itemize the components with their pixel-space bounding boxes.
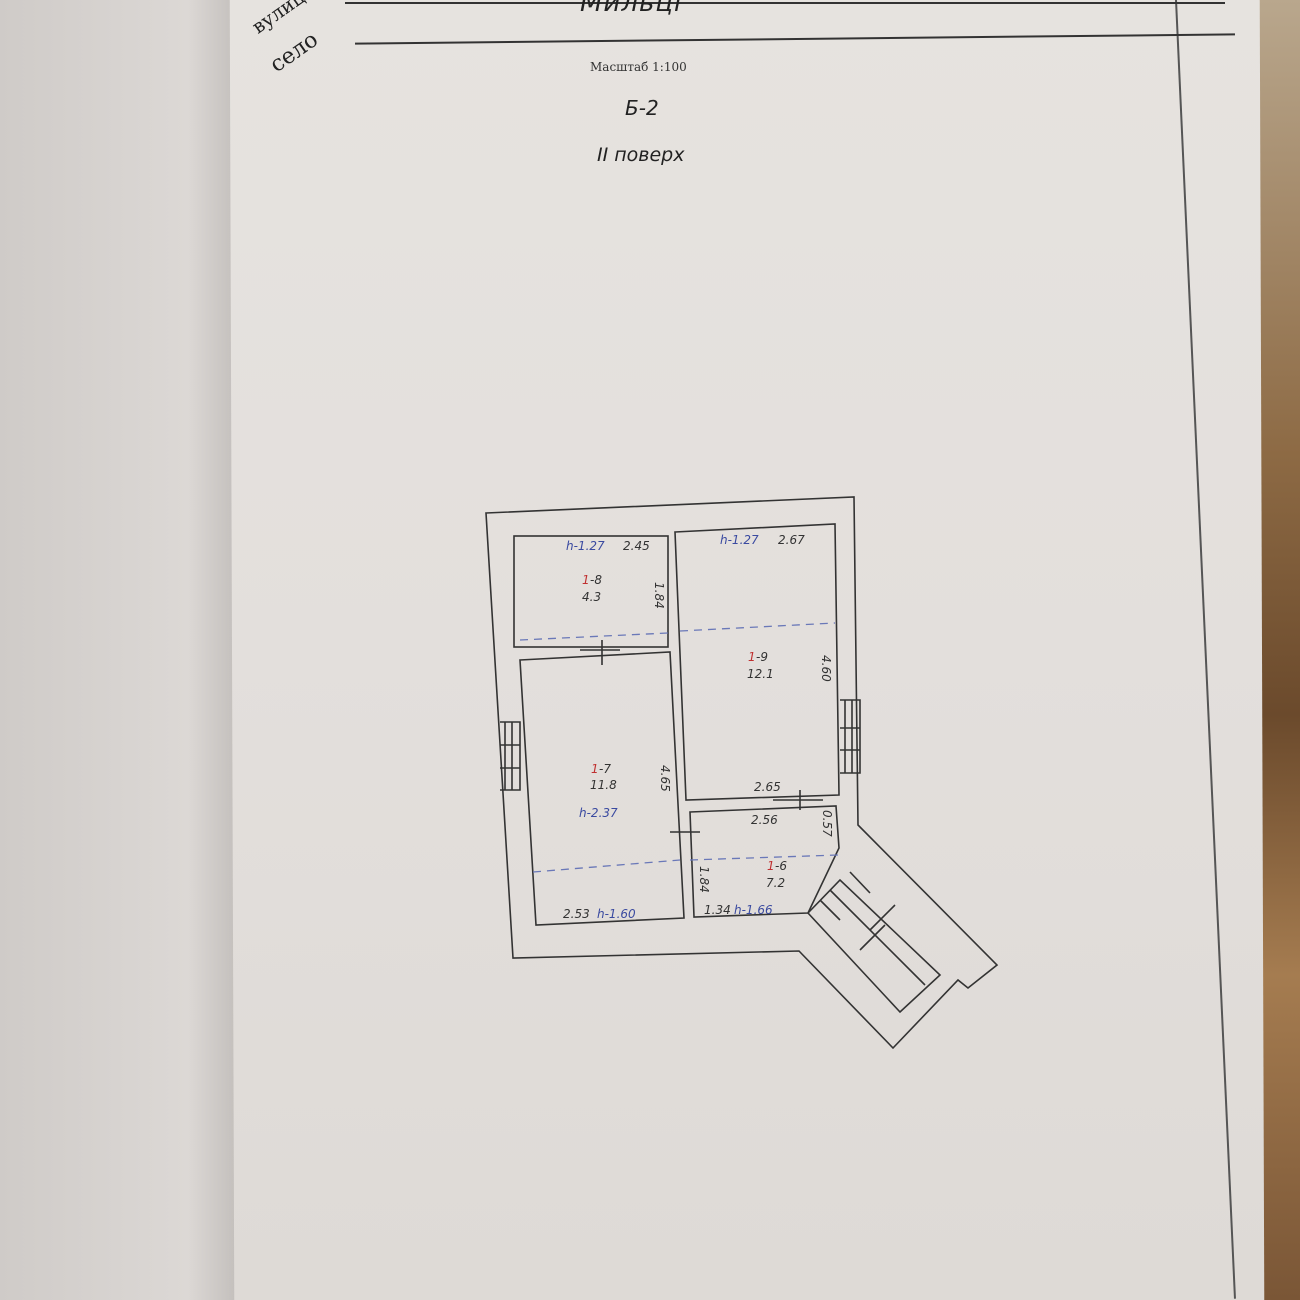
block-label: Б-2 — [625, 96, 659, 120]
room-1-7-suffix: -7 — [599, 762, 611, 776]
door-1-8 — [580, 640, 620, 665]
outer-wall — [485, 496, 999, 1050]
room-1-9-area: 12.1 — [747, 667, 774, 681]
room-1-6-height: h-1.66 — [734, 903, 773, 917]
staircase — [806, 871, 942, 1014]
room-1-8-width: 2.45 — [623, 539, 650, 553]
low-ceiling-line-1-7 — [532, 859, 681, 873]
room-1-7-area: 11.8 — [590, 778, 617, 792]
room-1-6-top-width: 2.56 — [751, 813, 778, 827]
room-1-8-depth: 1.84 — [652, 582, 666, 609]
low-ceiling-line-1-9 — [679, 622, 836, 632]
room-1-9-bottom-width: 2.65 — [754, 780, 781, 794]
room-1-7-low-height: h-1.60 — [597, 907, 636, 921]
room-1-7-depth: 4.65 — [658, 765, 672, 792]
room-1-6-area: 7.2 — [766, 876, 785, 890]
room-1-8-area: 4.3 — [582, 590, 601, 604]
room-1-7-width: 2.53 — [563, 907, 590, 921]
window-left — [500, 721, 521, 791]
low-ceiling-line-1-6 — [689, 854, 839, 861]
street-underline — [345, 2, 1225, 4]
room-1-7-height: h-2.37 — [579, 806, 618, 820]
low-ceiling-line-1-8 — [519, 632, 669, 641]
room-1-6-depth: 1.84 — [697, 866, 711, 893]
room-1-9-number: 1 — [748, 650, 756, 664]
room-1-9-width: 2.67 — [778, 533, 805, 547]
left-page — [0, 0, 235, 1300]
room-1-7-wall — [519, 651, 685, 926]
room-1-6-number: 1 — [767, 859, 775, 873]
room-1-6-wall — [689, 805, 840, 918]
room-1-8-number: 1 — [582, 573, 590, 587]
room-1-6-side: 0.57 — [820, 810, 834, 837]
room-1-9-height: h-1.27 — [720, 533, 759, 547]
door-1-9 — [773, 790, 823, 810]
scale-label: Масштаб 1:100 — [590, 60, 687, 74]
room-1-6-width: 1.34 — [704, 903, 731, 917]
window-right — [840, 699, 861, 774]
room-1-6-suffix: -6 — [775, 859, 787, 873]
room-1-8-wall — [513, 535, 669, 648]
room-1-9-depth: 4.60 — [819, 655, 833, 682]
room-1-9-suffix: -9 — [756, 650, 768, 664]
room-1-8-suffix: -8 — [590, 573, 602, 587]
room-1-9-wall — [674, 523, 840, 801]
room-1-8-height: h-1.27 — [566, 539, 605, 553]
village-value: Мильці — [580, 0, 683, 18]
floor-label: ІІ поверх — [597, 144, 685, 166]
room-1-7-number: 1 — [591, 762, 599, 776]
